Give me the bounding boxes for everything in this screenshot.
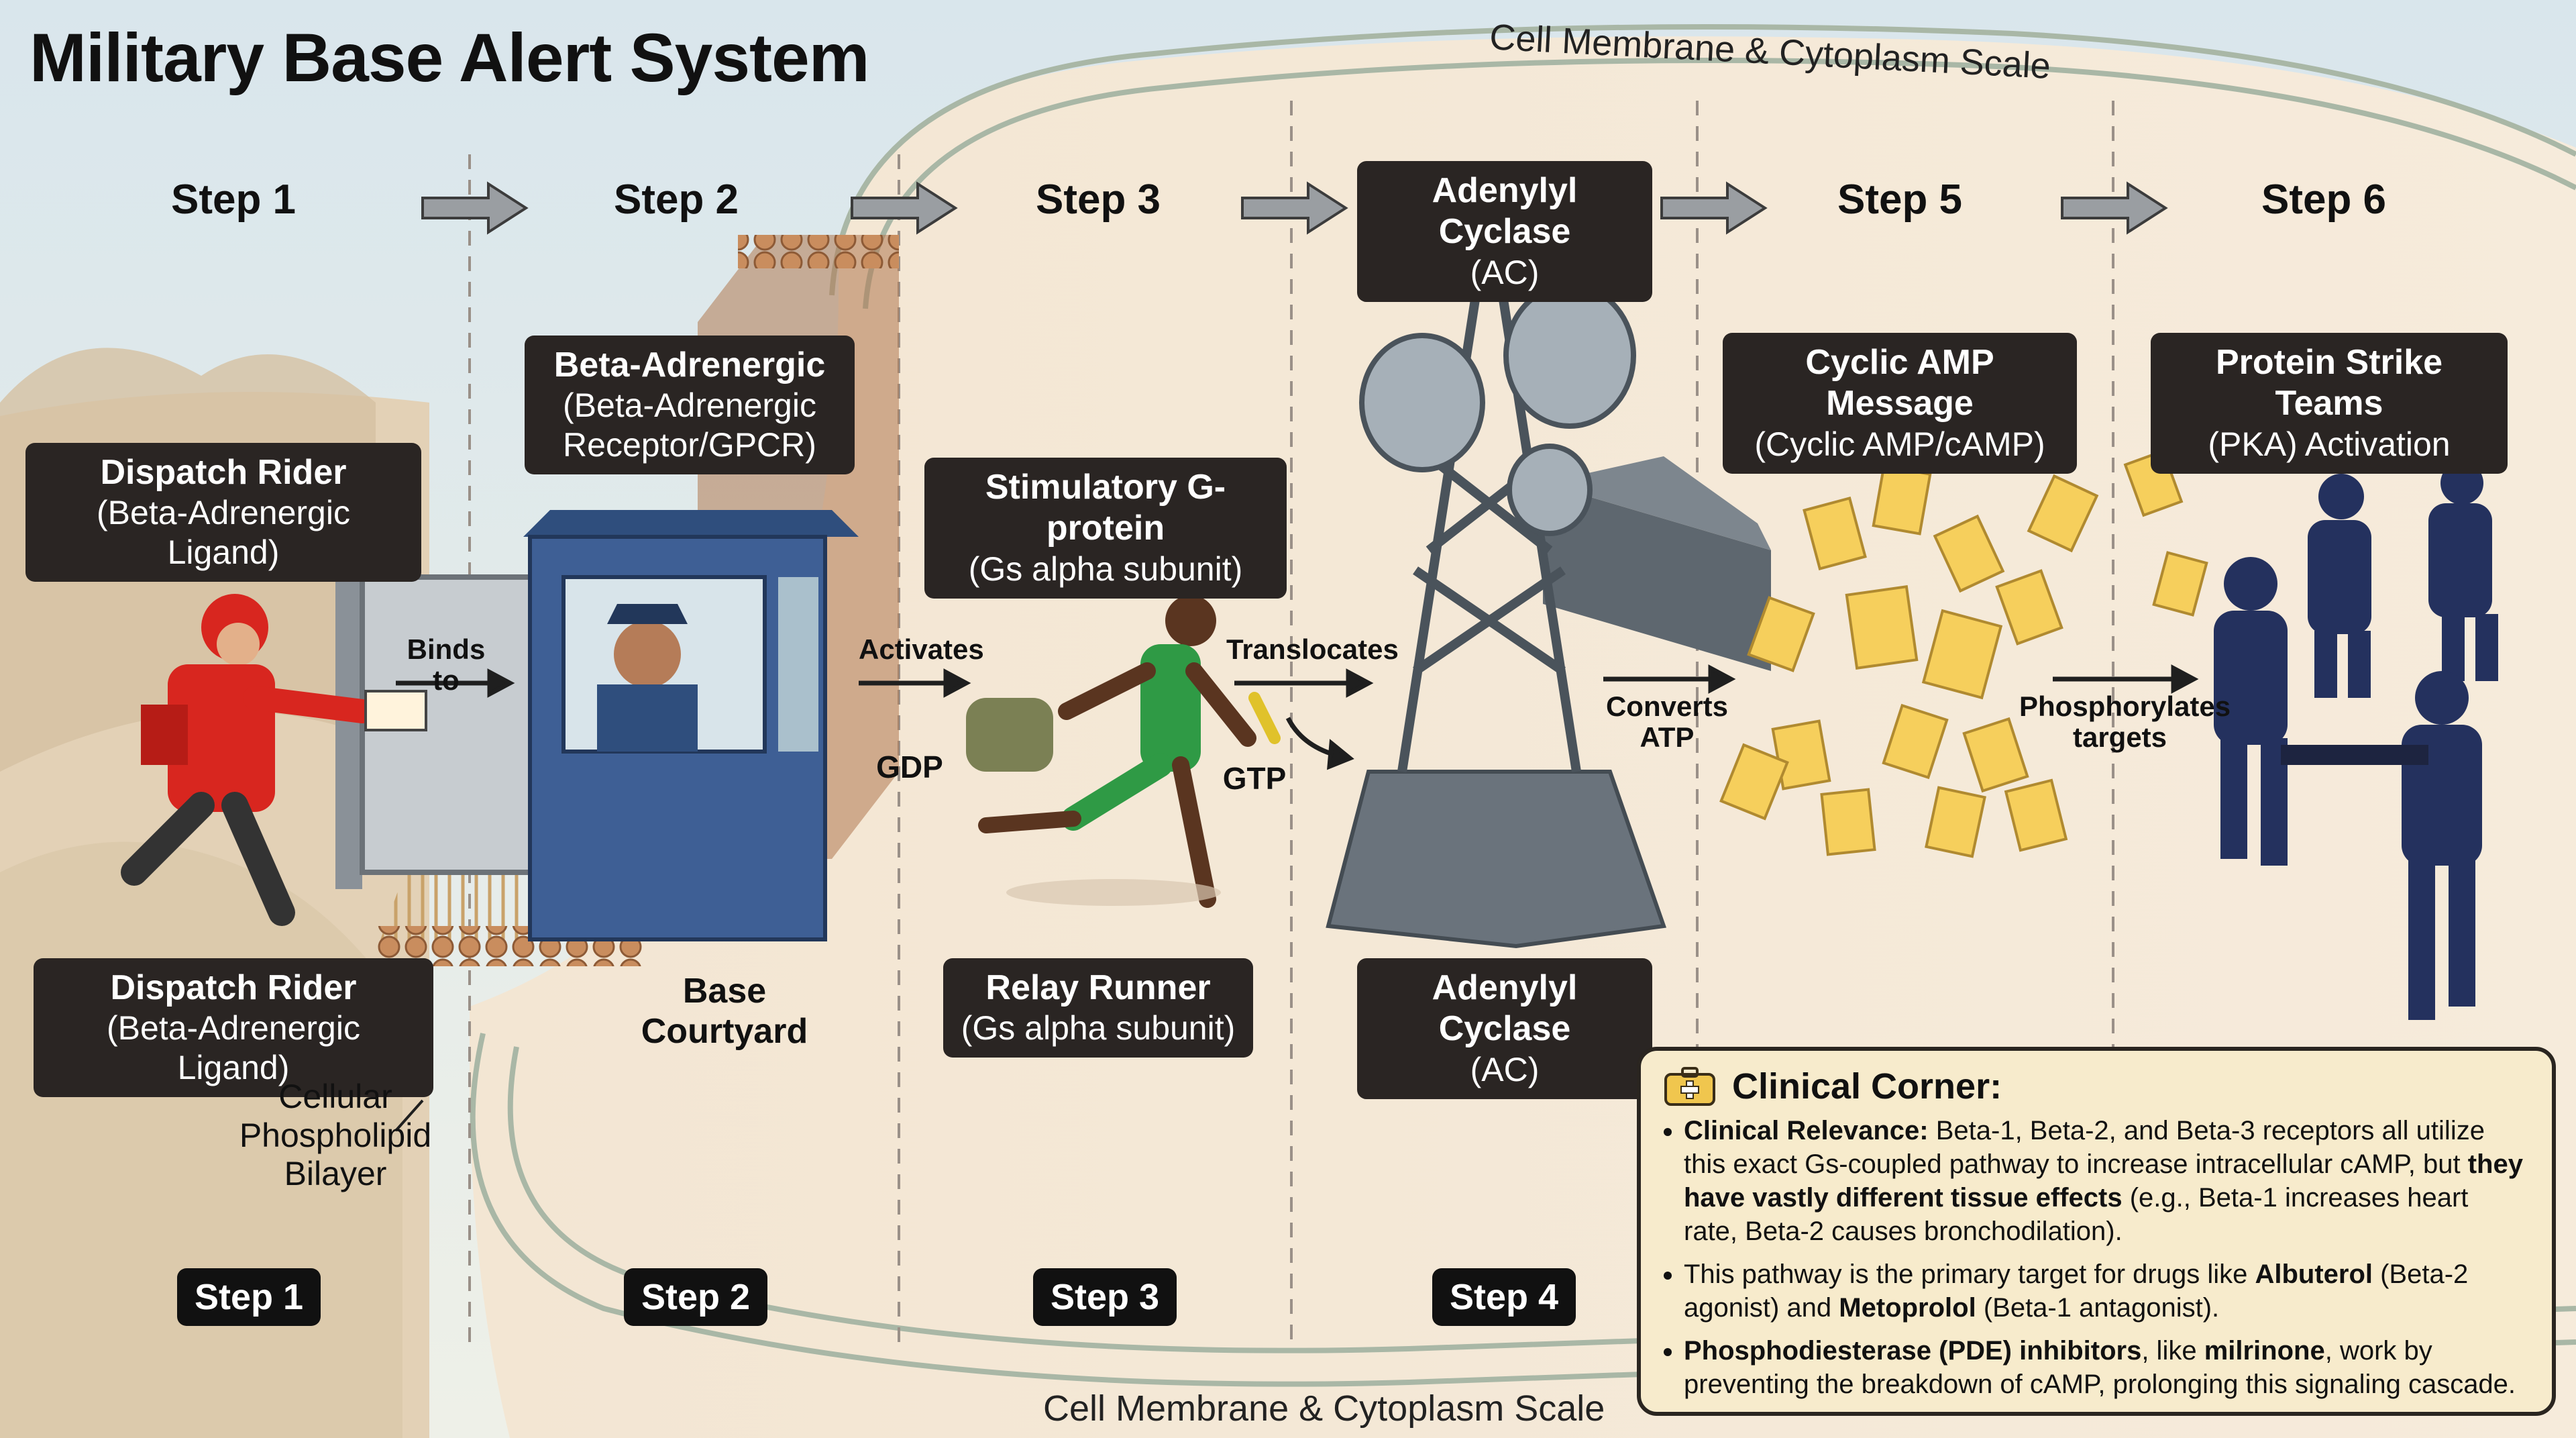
step-header-1: Step 1 [170,176,297,223]
clinical-bullets: Clinical Relevance: Beta-1, Beta-2, and … [1664,1114,2529,1401]
step-pill-1: Step 1 [177,1268,321,1326]
step-pill-2: Step 2 [624,1268,768,1326]
step-pill-4: Step 4 [1432,1268,1576,1326]
step-arrow-1 [421,181,529,235]
page-title: Military Base Alert System [30,19,869,96]
step-header-3: Step 3 [1035,176,1161,223]
flow-gdp: GDP [876,750,943,784]
flow-converts-atp: Converts ATP [1605,690,1729,754]
medical-kit-icon [1664,1067,1715,1106]
step-arrow-5 [2061,181,2168,235]
flow-gtp: GTP [1222,761,1287,796]
membrane-line-outer [829,24,2576,296]
step-arrow-2 [851,181,958,235]
clinical-corner-panel: Clinical Corner: Clinical Relevance: Bet… [1637,1047,2556,1416]
flow-binds-to: Binds to [407,633,486,697]
clinical-bullet-pde: Phosphodiesterase (PDE) inhibitors, like… [1684,1334,2529,1401]
relay-runner-figure [966,595,1281,908]
clinical-bullet-relevance: Clinical Relevance: Beta-1, Beta-2, and … [1684,1114,2529,1248]
label-adenylyl-cyclase-top: Adenylyl Cyclase (AC) [1357,161,1652,302]
camp-message-notes [1719,449,2208,858]
base-courtyard-caption: Base Courtyard [641,972,808,1051]
clinical-corner-heading: Clinical Corner: [1664,1066,2529,1107]
bilayer-caption: Cellular Phospholipid Bilayer [239,1078,432,1192]
flow-phosphorylates-targets: Phosphorylates targets [2019,690,2231,754]
scale-label-bottom: Cell Membrane & Cytoplasm Scale [1043,1388,1605,1429]
flow-translocates: Translocates [1226,633,1399,665]
label-beta-receptor: Beta-Adrenergic (Beta-Adrenergic Recepto… [525,336,855,475]
dispatch-rider-figure [121,594,427,926]
step-arrow-3 [1241,181,1348,235]
label-dispatch-rider-top: Dispatch Rider (Beta-Adrenergic Ligand) [25,443,421,582]
membrane-line-inner [863,58,2576,309]
pka-strike-team [2214,462,2498,1020]
step-arrow-4 [1660,181,1768,235]
step-pill-3: Step 3 [1033,1268,1177,1326]
step-header-5: Step 5 [1837,176,1963,223]
label-stimulatory-g-protein: Stimulatory G-protein (Gs alpha subunit) [924,458,1287,599]
step-header-2: Step 2 [613,176,739,223]
label-relay-runner: Relay Runner (Gs alpha subunit) [943,958,1253,1058]
step-header-6: Step 6 [2261,176,2387,223]
clinical-bullet-drugs: This pathway is the primary target for d… [1684,1257,2529,1325]
flow-activates: Activates [859,633,984,665]
flow-arrows [394,664,2199,1132]
label-dispatch-rider-bottom: Dispatch Rider (Beta-Adrenergic Ligand) [34,958,433,1098]
guard-booth [523,510,859,941]
label-cyclic-amp: Cyclic AMP Message (Cyclic AMP/cAMP) [1723,333,2077,474]
label-pka-activation: Protein Strike Teams (PKA) Activation [2151,333,2508,474]
label-adenylyl-cyclase-bottom: Adenylyl Cyclase (AC) [1357,958,1652,1099]
